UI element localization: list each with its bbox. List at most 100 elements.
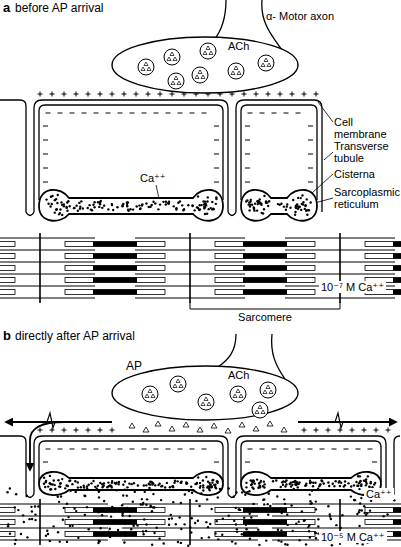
tubule-propagation-arrow <box>30 422 64 470</box>
released-calcium-ion <box>101 514 103 516</box>
released-calcium-ion <box>107 530 109 532</box>
calcium-ion <box>212 208 214 210</box>
calcium-ion <box>56 208 58 210</box>
myosin-core <box>393 520 401 525</box>
calcium-ion <box>295 207 297 209</box>
released-calcium-ion <box>308 524 310 526</box>
calcium-ion <box>54 199 56 201</box>
released-calcium-ion <box>126 507 128 509</box>
calcium-ion <box>328 485 330 487</box>
myosin-filament <box>365 266 401 271</box>
released-calcium-ion <box>151 510 153 512</box>
released-calcium-ion <box>177 541 179 543</box>
calcium-ion <box>304 204 306 206</box>
released-calcium-ion <box>172 501 174 503</box>
calcium-ion <box>290 485 292 487</box>
released-calcium-ion <box>360 497 362 499</box>
acetylcholine-molecule <box>171 76 181 85</box>
calcium-ion <box>47 203 49 205</box>
released-calcium-ion <box>183 523 185 525</box>
calcium-ion <box>254 482 256 484</box>
released-calcium-ion <box>341 514 343 516</box>
calcium-ion <box>199 208 201 210</box>
calcium-ion <box>187 204 189 206</box>
charge-signs <box>38 428 391 463</box>
released-calcium-ion <box>268 493 270 495</box>
released-calcium-ion <box>246 491 248 493</box>
released-calcium-ion <box>180 528 182 530</box>
vesicle-membrane <box>168 73 184 89</box>
released-calcium-ion <box>146 498 148 500</box>
axon-outline <box>218 334 236 367</box>
calcium-ion <box>59 486 61 488</box>
calcium-ion <box>301 194 303 196</box>
released-calcium-ion <box>370 500 372 502</box>
calcium-ion <box>177 202 179 204</box>
released-calcium-ion-group <box>6 487 395 547</box>
calcium-ion <box>202 486 204 488</box>
calcium-ion <box>111 203 113 205</box>
calcium-ion <box>166 482 168 484</box>
calcium-ion <box>211 481 213 483</box>
released-calcium-ion <box>295 523 297 525</box>
synaptic-vesicle <box>198 394 214 410</box>
released-calcium-ion <box>327 505 329 507</box>
released-calcium-ion <box>25 495 27 497</box>
released-calcium-ion <box>98 490 100 492</box>
calcium-ion <box>258 198 260 200</box>
calcium-ion <box>350 485 352 487</box>
calcium-ion <box>250 199 252 201</box>
calcium-ion <box>257 200 259 202</box>
released-calcium-ion <box>49 540 51 542</box>
released-calcium-ion <box>184 493 186 495</box>
released-calcium-ion <box>236 528 238 530</box>
structure-label: Cisterna <box>334 168 401 180</box>
released-calcium-ion <box>303 519 305 521</box>
calcium-ion <box>44 486 46 488</box>
released-calcium-ion <box>276 495 278 497</box>
calcium-ion <box>245 486 247 488</box>
calcium-ion <box>357 485 359 487</box>
released-calcium-ion <box>363 505 365 507</box>
released-calcium-ion <box>75 510 77 512</box>
released-calcium-ion <box>250 516 252 518</box>
calcium-ion <box>202 489 204 491</box>
myosin-core <box>393 242 401 247</box>
calcium-ion <box>304 485 306 487</box>
released-calcium-ion <box>188 490 190 492</box>
released-calcium-ion <box>315 500 317 502</box>
released-calcium-ion <box>277 529 279 531</box>
released-calcium-ion <box>128 515 130 517</box>
released-calcium-ion <box>57 531 59 533</box>
released-calcium-ion <box>233 520 235 522</box>
calcium-ion <box>206 486 208 488</box>
calcium-ion <box>176 480 178 482</box>
released-calcium-ion <box>23 521 25 523</box>
released-calcium-ion <box>235 507 237 509</box>
released-calcium-ion <box>77 537 79 539</box>
released-calcium-ion <box>258 544 260 546</box>
released-calcium-ion <box>17 509 19 511</box>
calcium-ion <box>107 208 109 210</box>
released-calcium-ion <box>329 515 331 517</box>
calcium-ion <box>54 211 56 213</box>
synaptic-vesicle <box>142 386 158 402</box>
myosin-core <box>93 532 137 537</box>
released-calcium-ion <box>290 504 292 506</box>
actin-filaments <box>0 238 395 298</box>
acetylcholine-molecule <box>267 421 273 426</box>
calcium-ion <box>122 484 124 486</box>
calcium-ion-group <box>43 475 377 492</box>
calcium-ion <box>195 483 197 485</box>
released-calcium-ion <box>264 534 266 536</box>
calcium-ion <box>111 482 113 484</box>
released-calcium-ion <box>30 506 32 508</box>
released-calcium-ion <box>187 545 189 547</box>
calcium-ion <box>101 486 103 488</box>
calcium-ion <box>132 208 134 210</box>
released-calcium-ion <box>249 538 251 540</box>
calcium-ion <box>275 479 277 481</box>
released-calcium-ion <box>343 489 345 491</box>
synaptic-vesicle <box>200 43 216 59</box>
released-calcium-ion <box>153 532 155 534</box>
